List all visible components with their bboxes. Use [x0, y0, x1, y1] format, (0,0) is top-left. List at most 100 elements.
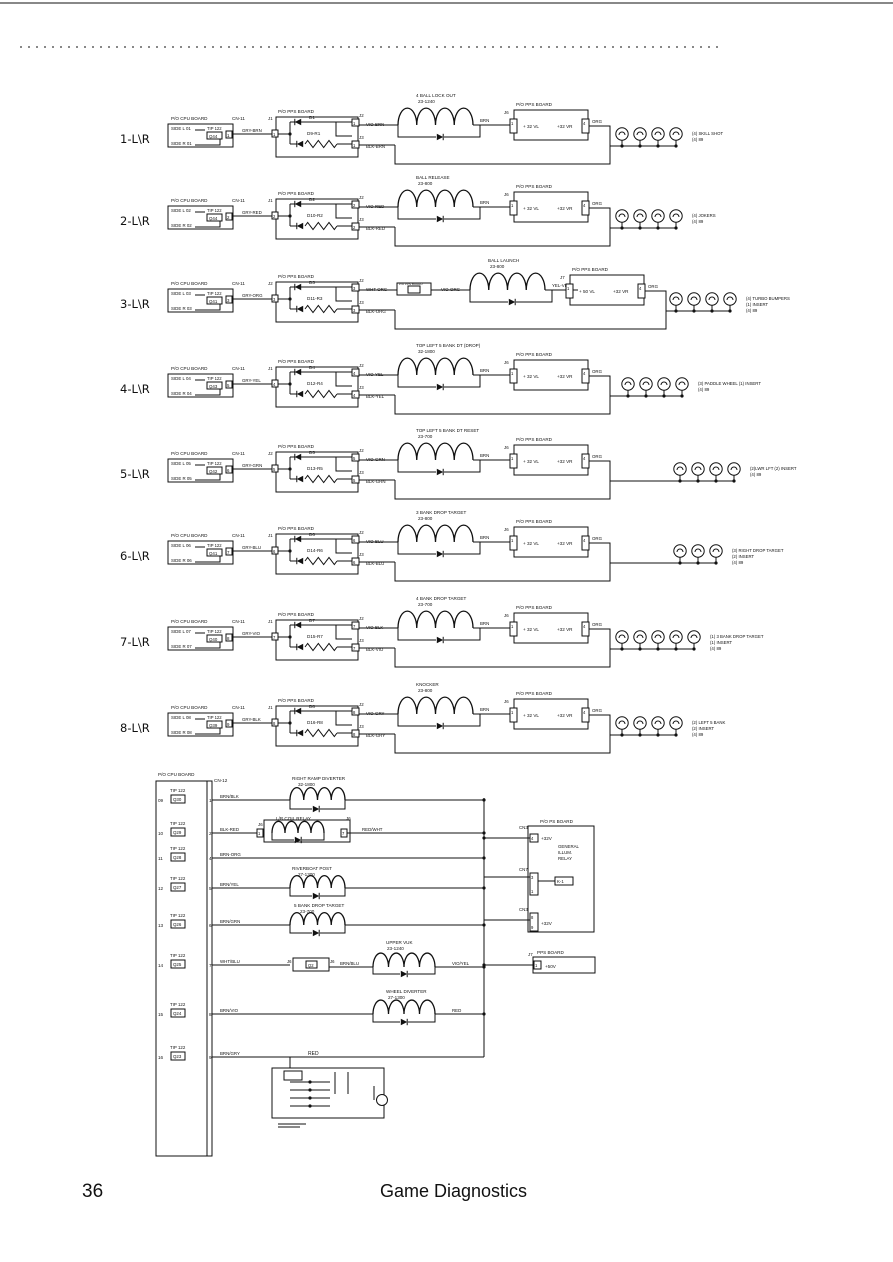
- j7-label: J7: [528, 952, 533, 957]
- side-r-label: SIDE R 01: [171, 141, 192, 146]
- transistor-box: [206, 213, 223, 222]
- j2-label: J2: [359, 363, 364, 368]
- wire: [335, 372, 352, 387]
- wire: [589, 542, 611, 570]
- transistor-label: Q43: [209, 384, 218, 389]
- out-wire-color: RED/WHT: [362, 827, 383, 832]
- lamp-note: (3) RIGHT DROP TARGET: [732, 548, 784, 553]
- pin-label: 5: [353, 456, 356, 461]
- pin-label: 8: [353, 732, 356, 737]
- pin-label: 6: [353, 560, 356, 565]
- pin-label: 1: [273, 132, 276, 137]
- resistor-symbol: [304, 221, 338, 231]
- cpu-board-box: [167, 626, 234, 651]
- wire: [444, 542, 481, 555]
- driver-number: 13: [158, 923, 164, 928]
- resistor-label: D11-R3: [307, 296, 323, 301]
- wire: [195, 474, 221, 481]
- pin-label: 2: [209, 831, 212, 836]
- lamp-filament: [672, 720, 680, 725]
- diode-triangle: [508, 298, 516, 306]
- lamp-circle: [615, 127, 629, 141]
- pps-board-box: [275, 116, 359, 158]
- tip-label: TIP 122: [207, 291, 222, 296]
- diode-triangle: [400, 970, 408, 978]
- transistor-label: Q28: [173, 855, 182, 860]
- device-name: WHEEL DIVERTER: [386, 989, 427, 994]
- page-title: Game Diagnostics: [380, 1181, 528, 1201]
- resistor-symbol: [304, 389, 338, 399]
- diode-symbol: [294, 621, 302, 629]
- diode-label: D3: [309, 280, 315, 285]
- cpu-board-label: P/O CPU BOARD: [171, 116, 208, 121]
- wire: [397, 125, 436, 138]
- pin-label: 3: [227, 298, 230, 303]
- relay-pps-label: P/O PPS BOARD: [399, 282, 423, 286]
- transistor-label: Q44: [209, 134, 218, 139]
- j3-label: J3: [359, 470, 364, 475]
- wire: [271, 833, 294, 841]
- wire: [444, 460, 481, 473]
- diode-triangle: [296, 305, 304, 313]
- lamp-note: (4) 89: [698, 387, 710, 392]
- power-board-box: [513, 526, 589, 558]
- cpu-board-box: [167, 123, 234, 148]
- device-name: RIGHT RAMP DIVERTER: [292, 776, 346, 781]
- out-wire-color: RED: [308, 1051, 319, 1057]
- lamp-symbol: [651, 630, 665, 649]
- device-spec: 27-1300: [298, 872, 315, 877]
- pin-label: 4: [583, 371, 586, 376]
- diode-label: D8: [309, 704, 315, 709]
- side-l-label: SIDE L 02: [171, 208, 191, 213]
- junction-dot: [308, 1104, 312, 1108]
- lamp-symbol: [669, 716, 683, 735]
- diode-symbol: [436, 133, 444, 141]
- wire: [645, 290, 667, 318]
- wire-color: BRN/BLK: [220, 794, 239, 799]
- return-loop: [394, 395, 611, 415]
- connector-label: CN-11: [232, 533, 245, 538]
- lamp-filament: [694, 466, 702, 471]
- pin-label: 8: [531, 915, 534, 920]
- lamp-symbol: [651, 209, 665, 228]
- resistor-label: D16-R8: [307, 720, 323, 725]
- lamp-symbol: [621, 377, 635, 396]
- j-out-label: J6: [504, 445, 509, 450]
- wire: [397, 542, 436, 555]
- lamp-filament: [624, 381, 632, 386]
- pin-label: 7: [209, 963, 212, 968]
- pin-label: 5: [227, 383, 230, 388]
- return-loop: [394, 734, 611, 754]
- transistor-box: [206, 381, 223, 390]
- cpu-board-label: P/O CPU BOARD: [171, 619, 208, 624]
- diode-triangle: [296, 643, 304, 651]
- wire: [469, 290, 508, 303]
- drive-wire-color: GRY-YEL: [242, 378, 261, 383]
- lamp-filament: [654, 213, 662, 218]
- wire-color: BRN/GRN: [220, 919, 240, 924]
- driver-number: 10: [158, 831, 164, 836]
- resistor-label: D12-R4: [307, 381, 323, 386]
- supply-label: +50V: [545, 964, 557, 969]
- wire: [372, 967, 400, 975]
- junction-dot: [308, 1096, 312, 1100]
- j1-label: J2: [268, 281, 273, 286]
- diode-symbol: [296, 140, 304, 148]
- pin-box: [351, 283, 360, 292]
- transistor-label: Q30: [173, 797, 182, 802]
- pin-label: 2: [353, 225, 356, 230]
- return-wire-color: BLK-BLU: [366, 561, 384, 566]
- pin-box: [351, 707, 360, 716]
- return-color: ORG: [592, 622, 603, 627]
- pin-label: 1: [531, 889, 534, 894]
- pin-label: 1: [511, 538, 514, 543]
- page-number: 36: [82, 1181, 104, 1202]
- wire: [516, 290, 553, 303]
